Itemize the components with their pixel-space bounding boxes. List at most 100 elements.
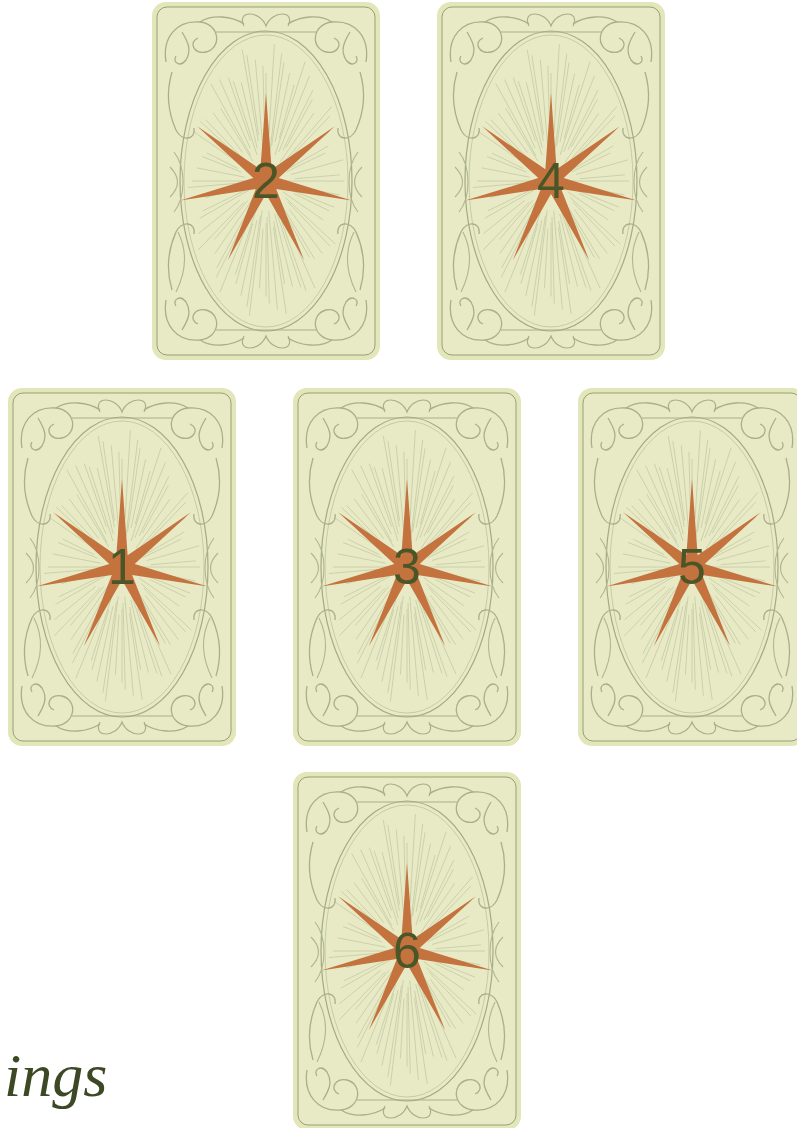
card-ornament: [8, 388, 236, 746]
card-ornament: [568, 192, 608, 220]
card-ornament: [415, 991, 426, 1054]
card-ornament: [279, 76, 310, 152]
card-ornament: [21, 403, 100, 524]
card-ornament: [591, 610, 670, 731]
card-ornament: [532, 216, 546, 307]
card-ornament: [491, 120, 530, 160]
card-ornament: [339, 586, 380, 619]
card-ornament: [122, 609, 123, 682]
card-ornament: [165, 17, 244, 138]
card-ornament: [77, 494, 109, 547]
card-ornament: [144, 610, 223, 731]
card-ornament: [552, 217, 554, 304]
card-ornament: [67, 470, 107, 542]
card-ornament: [414, 997, 427, 1084]
card-ornament: [632, 152, 647, 292]
card-ornament: [111, 446, 119, 538]
card-ornament: [388, 602, 402, 693]
card-ornament: [488, 538, 503, 678]
card-ornament: [407, 993, 408, 1066]
card-ornament: [170, 152, 185, 292]
card-ornament: [247, 216, 261, 307]
card-ornament: [388, 825, 400, 904]
card-ornament: [357, 1100, 457, 1118]
tarot-card: 2: [152, 2, 380, 360]
card-ornament: [427, 485, 453, 533]
card-ornament: [396, 446, 404, 538]
card-ornament: [450, 224, 529, 345]
card-ornament: [347, 152, 362, 292]
card-ornament: [144, 403, 223, 524]
card-ornament: [135, 471, 150, 524]
card-ornament: [424, 578, 464, 606]
card-ornament: [429, 403, 508, 524]
card-ornament: [450, 17, 529, 138]
card-ornament: [147, 546, 199, 561]
card-ornament: [255, 60, 263, 152]
card-ornament: [558, 227, 571, 314]
card-ornament: [115, 615, 118, 675]
card-ornament: [306, 787, 385, 908]
card-ornament: [89, 467, 113, 541]
card-ornament: [130, 607, 141, 670]
card-ornament: [591, 403, 670, 524]
card-ornament: [714, 610, 793, 731]
card-ornament: [62, 506, 101, 546]
card-ornament: [192, 181, 248, 182]
card-ornament: [568, 90, 598, 150]
card-ornament: [333, 951, 389, 952]
card-ornament: [203, 538, 218, 678]
card-ornament: [358, 601, 387, 654]
card-ornament: [145, 595, 178, 639]
card-ornament: [436, 945, 481, 949]
card-ornament: [306, 994, 385, 1115]
card-ornament: [26, 538, 41, 678]
card-ornament: [576, 160, 628, 175]
card-ornament: [125, 597, 134, 696]
card-ornament: [436, 561, 481, 565]
card-ornament: [357, 400, 457, 418]
card-ornament: [429, 787, 508, 908]
card-ornament: [432, 546, 484, 561]
card-ornament: [554, 211, 563, 310]
card-ornament: [358, 985, 387, 1038]
card-ornament: [420, 462, 451, 538]
card-ornament: [699, 613, 712, 700]
card-ornament: [139, 578, 179, 606]
card-ornament: [139, 476, 169, 536]
card-ornament: [217, 215, 246, 268]
card-ornament: [135, 462, 166, 538]
card-ornament: [415, 607, 426, 670]
card-ornament: [408, 987, 410, 1074]
card-ornament: [709, 578, 749, 606]
card-ornament: [673, 602, 687, 693]
card-ornament: [396, 830, 404, 922]
card-ornament: [642, 400, 742, 418]
card-ornament: [266, 223, 267, 296]
card-ornament: [129, 613, 142, 700]
position-number: 3: [293, 542, 521, 592]
card-ornament: [642, 716, 742, 734]
card-ornament: [267, 217, 269, 304]
card-ornament: [424, 962, 464, 990]
card-ornament: [357, 784, 457, 802]
card-ornament: [197, 168, 245, 177]
card-ornament: [693, 603, 695, 690]
card-ornament: [72, 400, 172, 418]
card-ornament: [286, 99, 312, 147]
card-ornament: [241, 82, 257, 148]
card-ornament: [152, 2, 380, 360]
card-ornament: [388, 986, 402, 1077]
card-ornament: [659, 467, 683, 541]
card-ornament: [573, 17, 652, 138]
card-ornament: [142, 485, 168, 533]
card-ornament: [513, 78, 535, 141]
card-ornament: [559, 221, 570, 284]
tarot-card: 6: [293, 772, 521, 1128]
card-ornament: [76, 466, 107, 535]
card-ornament: [643, 601, 672, 654]
card-ornament: [540, 60, 548, 152]
card-ornament: [544, 229, 547, 289]
card-ornament: [477, 181, 533, 182]
card-ornament: [695, 597, 704, 696]
